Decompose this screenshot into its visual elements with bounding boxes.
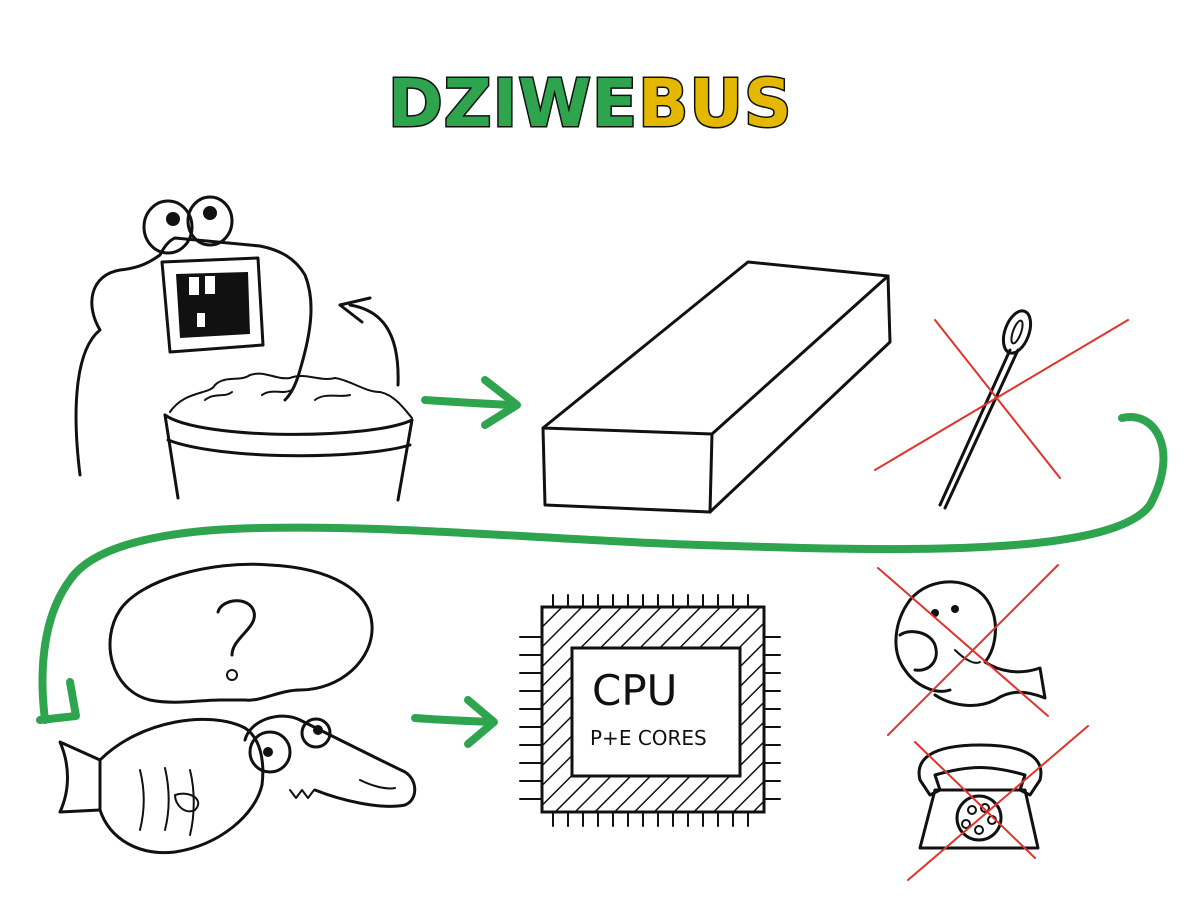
cookie-monster-eating-popcorn-icon [74,195,414,502]
cpu-title: CPU [592,666,677,715]
cross-mark-walrus [877,564,1059,736]
cpu-chip-icon: CPU P+E CORES [519,594,781,827]
logo: DZIWEBUS [387,64,794,144]
arrow-right-1 [421,376,521,429]
rotary-telephone-icon [917,743,1043,850]
logo-text: DZIWEBUS [388,65,793,142]
cross-mark-needle [874,319,1129,479]
long-bar-block-icon [541,260,892,514]
logo-text-yellow: BUS [638,65,792,142]
cross-mark-telephone [907,725,1089,881]
needle-icon [938,309,1033,510]
fish-and-creature-question-icon [58,562,417,855]
arrow-right-2 [411,696,498,748]
logo-text-green: DZIWE [388,65,638,142]
cpu-subtitle: P+E CORES [590,726,707,750]
connector-arrow [36,413,1168,724]
